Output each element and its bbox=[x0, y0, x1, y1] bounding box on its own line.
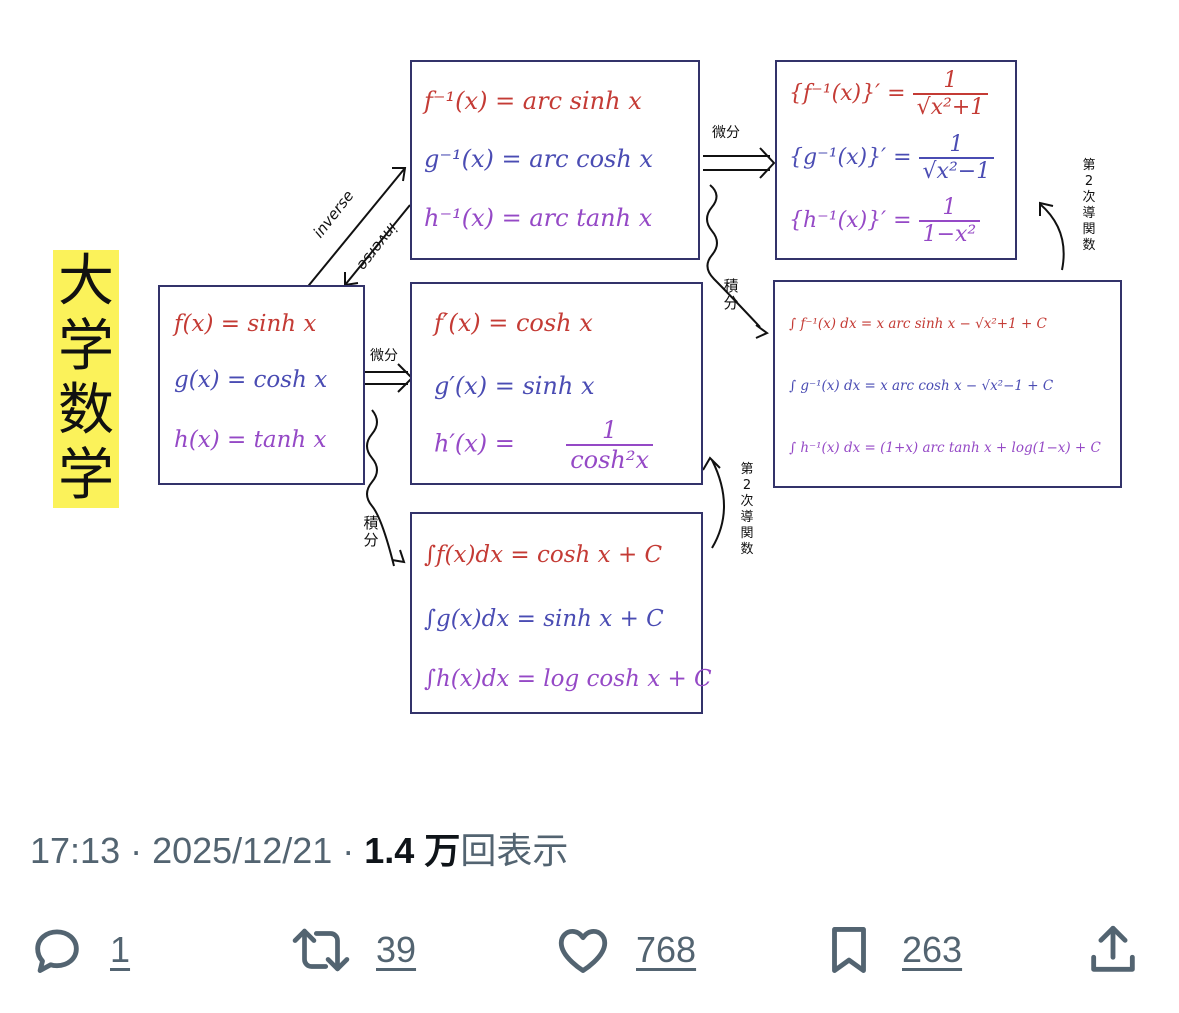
base-h: h(x) = tanh x bbox=[174, 427, 327, 453]
derivative-h-lhs: h′(x) = bbox=[434, 429, 515, 458]
inverse-integrals-box: ∫ f⁻¹(x) dx = x arc sinh x − √x²+1 + C ∫… bbox=[773, 280, 1122, 488]
inverse-derivative-g-lhs: {g⁻¹(x)}′ = bbox=[789, 145, 912, 170]
base-g: g(x) = cosh x bbox=[174, 367, 328, 393]
base-f: f(x) = sinh x bbox=[174, 311, 317, 337]
inverse-f: f⁻¹(x) = arc sinh x bbox=[424, 87, 642, 115]
retweet-button[interactable]: 39 bbox=[288, 912, 416, 988]
inverse-functions-box: f⁻¹(x) = arc sinh x g⁻¹(x) = arc cosh x … bbox=[410, 60, 700, 260]
fraction-denominator: √x²+1 bbox=[912, 93, 989, 120]
tweet-date[interactable]: 2025/12/21 bbox=[152, 830, 333, 871]
fraction-numerator: 1 bbox=[943, 68, 958, 93]
derivatives-box: f′(x) = cosh x g′(x) = sinh x h′(x) = 1 … bbox=[410, 282, 703, 485]
share-button[interactable] bbox=[1084, 912, 1142, 988]
title-char: 数 bbox=[58, 378, 114, 444]
meta-separator: · bbox=[332, 830, 365, 871]
fraction-denominator: cosh²x bbox=[566, 444, 654, 474]
tweet-image[interactable]: 大 学 数 学 f(x) = sinh x g(x) = cosh x h(x)… bbox=[0, 0, 1179, 790]
retweet-count[interactable]: 39 bbox=[376, 929, 417, 970]
title-char: 学 bbox=[58, 313, 114, 379]
base-functions-box: f(x) = sinh x g(x) = cosh x h(x) = tanh … bbox=[158, 285, 365, 485]
diagram-arrows bbox=[304, 147, 1065, 567]
inverse-integral-h: ∫ h⁻¹(x) dx = (1+x) arc tanh x + log(1−x… bbox=[789, 440, 1101, 456]
tweet-meta: 17:13 · 2025/12/21 · 1.4 万回表示 bbox=[30, 822, 568, 874]
like-button[interactable]: 768 bbox=[554, 912, 696, 988]
view-count[interactable]: 1.4 万 bbox=[364, 830, 461, 871]
integrals-box: ∫f(x)dx = cosh x + C ∫g(x)dx = sinh x + … bbox=[410, 512, 712, 714]
title-char: 大 bbox=[58, 249, 114, 315]
title-char: 学 bbox=[58, 442, 114, 508]
bookmark-icon bbox=[820, 921, 878, 979]
inverse-derivative-g: {g⁻¹(x)}′ = 1 √x²−1 bbox=[789, 132, 995, 184]
derivative-h-fraction: 1 cosh²x bbox=[566, 416, 654, 474]
differentiate-label-2: 微分 bbox=[712, 125, 740, 141]
second-kind-label-1: 第2次導関数 bbox=[740, 462, 754, 557]
reply-icon bbox=[28, 921, 86, 979]
inverse-derivative-h: {h⁻¹(x)}′ = 1 1−x² bbox=[789, 195, 981, 247]
fraction-numerator: 1 bbox=[949, 132, 964, 157]
meta-separator: · bbox=[120, 830, 153, 871]
bookmark-button[interactable]: 263 bbox=[820, 912, 962, 988]
action-bar: 1 39 768 bbox=[0, 912, 1179, 988]
fraction-denominator: 1−x² bbox=[918, 220, 981, 247]
derivative-g: g′(x) = sinh x bbox=[434, 372, 595, 400]
integrate-label-1: 積分 bbox=[363, 514, 379, 549]
view-count-suffix: 回表示 bbox=[460, 830, 569, 871]
integral-f: ∫f(x)dx = cosh x + C bbox=[424, 542, 663, 568]
inverse-derivatives-box: {f⁻¹(x)}′ = 1 √x²+1 {g⁻¹(x)}′ = 1 √x²−1 … bbox=[775, 60, 1017, 260]
inverse-derivative-f: {f⁻¹(x)}′ = 1 √x²+1 bbox=[789, 68, 989, 120]
reply-count[interactable]: 1 bbox=[110, 929, 131, 970]
fraction-numerator: 1 bbox=[942, 195, 957, 220]
inverse-h: h⁻¹(x) = arc tanh x bbox=[424, 204, 653, 232]
retweet-icon bbox=[288, 921, 354, 979]
reply-button[interactable]: 1 bbox=[28, 912, 130, 988]
inverse-derivative-h-fraction: 1 1−x² bbox=[918, 195, 981, 247]
bookmark-count[interactable]: 263 bbox=[902, 929, 963, 970]
fraction-denominator: √x²−1 bbox=[918, 157, 995, 184]
derivative-h: h′(x) = 1 cosh²x bbox=[434, 416, 654, 474]
second-kind-label-2: 第2次導関数 bbox=[1082, 158, 1096, 253]
integral-h: ∫h(x)dx = log cosh x + C bbox=[424, 666, 712, 692]
diagram-title: 大 学 数 学 bbox=[53, 250, 119, 508]
derivative-f: f′(x) = cosh x bbox=[434, 309, 593, 337]
tweet-time[interactable]: 17:13 bbox=[30, 830, 121, 871]
inverse-integral-f: ∫ f⁻¹(x) dx = x arc sinh x − √x²+1 + C bbox=[789, 316, 1047, 332]
like-icon bbox=[554, 921, 612, 979]
integral-g: ∫g(x)dx = sinh x + C bbox=[424, 606, 664, 632]
inverse-derivative-f-lhs: {f⁻¹(x)}′ = bbox=[789, 81, 906, 106]
like-count[interactable]: 768 bbox=[636, 929, 697, 970]
share-icon bbox=[1084, 921, 1142, 979]
inverse-derivative-f-fraction: 1 √x²+1 bbox=[912, 68, 989, 120]
inverse-derivative-g-fraction: 1 √x²−1 bbox=[918, 132, 995, 184]
inverse-g: g⁻¹(x) = arc cosh x bbox=[424, 145, 653, 173]
differentiate-label-1: 微分 bbox=[370, 348, 398, 364]
inverse-derivative-h-lhs: {h⁻¹(x)}′ = bbox=[789, 208, 912, 233]
fraction-numerator: 1 bbox=[601, 416, 618, 444]
inverse-integral-g: ∫ g⁻¹(x) dx = x arc cosh x − √x²−1 + C bbox=[789, 378, 1054, 394]
integrate-label-2: 積分 bbox=[723, 277, 739, 312]
